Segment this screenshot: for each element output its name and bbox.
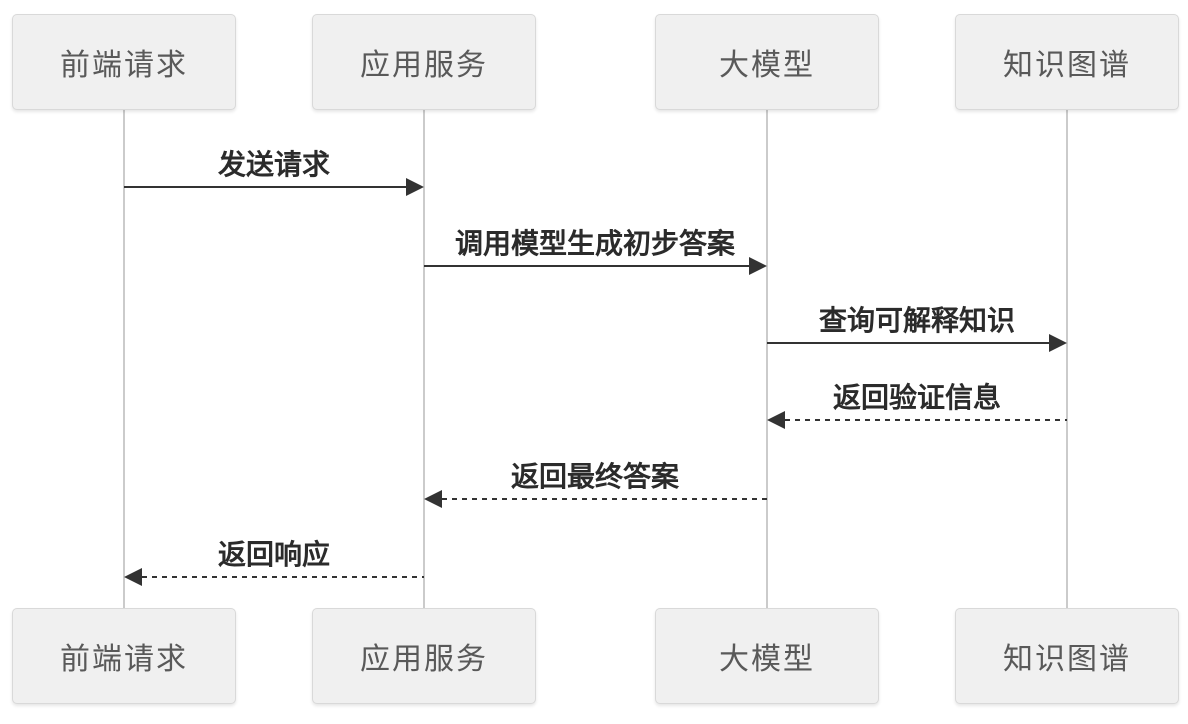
actor-bottom-knowledge-graph: 知识图谱 [955,608,1179,704]
actor-bottom-large-model: 大模型 [655,608,879,704]
actor-label: 大模型 [719,643,815,676]
lifeline-knowledge-graph [1066,110,1068,608]
message-line-send-request [124,186,406,188]
actor-label: 前端请求 [60,643,188,676]
lifeline-frontend-request [123,110,125,608]
actor-top-app-service: 应用服务 [312,14,536,110]
message-label-return-verification: 返回验证信息 [832,382,1001,413]
actor-label: 前端请求 [60,49,188,82]
actor-label: 应用服务 [360,643,488,676]
arrowhead-right-icon [1049,334,1067,352]
arrowhead-left-icon [124,568,142,586]
message-line-call-model [424,265,749,267]
arrowhead-left-icon [424,490,442,508]
message-label-call-model: 调用模型生成初步答案 [454,228,735,259]
lifeline-large-model [766,110,768,608]
actor-bottom-app-service: 应用服务 [312,608,536,704]
arrowhead-right-icon [749,257,767,275]
actor-label: 大模型 [719,49,815,82]
message-label-query-knowledge: 查询可解释知识 [818,305,1015,336]
lifeline-app-service [423,110,425,608]
actor-top-knowledge-graph: 知识图谱 [955,14,1179,110]
actor-bottom-frontend-request: 前端请求 [12,608,236,704]
arrowhead-right-icon [406,178,424,196]
actor-top-frontend-request: 前端请求 [12,14,236,110]
message-line-query-knowledge [767,342,1049,344]
message-label-return-final-answer: 返回最终答案 [510,461,679,492]
message-label-send-request: 发送请求 [217,149,330,180]
message-line-return-response [142,576,424,578]
actor-top-large-model: 大模型 [655,14,879,110]
message-label-return-response: 返回响应 [217,539,330,570]
arrowhead-left-icon [767,411,785,429]
actor-label: 知识图谱 [1003,49,1131,82]
actor-label: 应用服务 [360,49,488,82]
message-line-return-verification [785,419,1067,421]
message-line-return-final-answer [442,498,767,500]
actor-label: 知识图谱 [1003,643,1131,676]
